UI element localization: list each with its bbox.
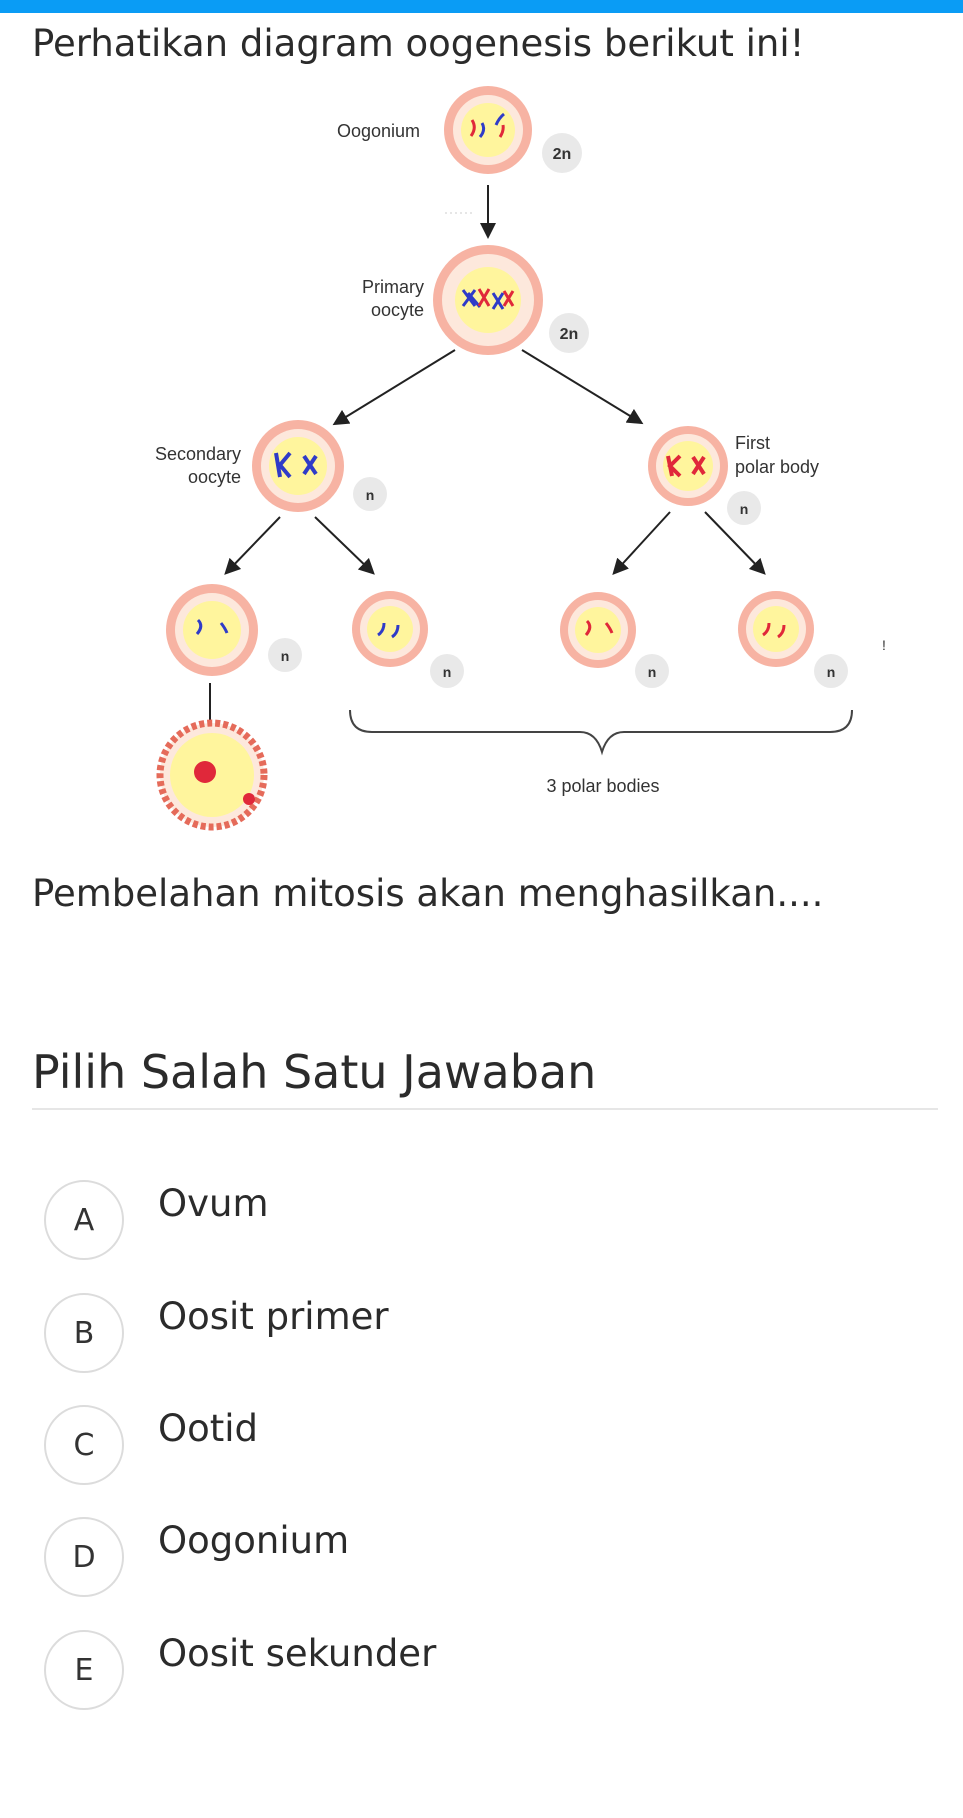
ovum-cell: [156, 719, 268, 831]
option-text: Ovum: [158, 1182, 269, 1225]
ploidy-label: n: [281, 648, 290, 664]
ploidy-label: n: [740, 501, 749, 517]
label-polar-1: First: [735, 433, 770, 453]
polar-body-3-cell: [560, 592, 636, 668]
label-polar-bodies: 3 polar bodies: [546, 776, 659, 796]
divider: [32, 1108, 938, 1110]
answers-title: Pilih Salah Satu Jawaban: [32, 1045, 597, 1099]
label-primary-2: oocyte: [371, 300, 424, 320]
option-letter-badge: B: [44, 1293, 124, 1373]
question-intro: Perhatikan diagram oogenesis berikut ini…: [32, 22, 805, 65]
label-secondary-1: Secondary: [155, 444, 241, 464]
option-letter-badge: D: [44, 1517, 124, 1597]
answer-option-a[interactable]: A Ovum: [44, 1180, 924, 1264]
label-polar-2: polar body: [735, 457, 819, 477]
answer-option-d[interactable]: D Oogonium: [44, 1517, 924, 1601]
arrow-primary-to-secondary: [332, 349, 456, 426]
ploidy-label: n: [443, 664, 452, 680]
polar-bodies-brace: [349, 709, 853, 756]
ploidy-label: n: [366, 487, 375, 503]
option-letter-badge: A: [44, 1180, 124, 1260]
oogenesis-diagram: 2n 2n n n n n n n Oogonium Primary oocyt…: [155, 86, 886, 831]
ploidy-label: 2n: [553, 146, 572, 163]
primary-oocyte-cell: [433, 245, 543, 355]
answer-option-c[interactable]: C Ootid: [44, 1405, 924, 1489]
label-primary-1: Primary: [362, 277, 424, 297]
first-polar-body-cell: [648, 426, 728, 506]
ploidy-badge: [268, 133, 848, 688]
ootid-cell: [166, 584, 258, 676]
arrow-polar-to-polar3: [612, 511, 671, 575]
ploidy-label: n: [648, 664, 657, 680]
arrow-primary-to-polar: [521, 349, 644, 425]
question-prompt: Pembelahan mitosis akan menghasilkan....: [32, 872, 824, 915]
option-text: Oosit primer: [158, 1295, 389, 1338]
label-oogonium: Oogonium: [337, 121, 420, 141]
arrow-secondary-to-polar2: [314, 516, 375, 575]
option-text: Oosit sekunder: [158, 1632, 437, 1675]
option-letter-badge: C: [44, 1405, 124, 1485]
arrow-secondary-to-ootid: [224, 516, 281, 575]
polar-body-4-cell: [738, 591, 814, 667]
ploidy-label: 2n: [560, 326, 579, 343]
option-text: Ootid: [158, 1407, 259, 1450]
ploidy-label: n: [827, 664, 836, 680]
answer-option-b[interactable]: B Oosit primer: [44, 1293, 924, 1377]
answer-option-e[interactable]: E Oosit sekunder: [44, 1630, 924, 1714]
top-accent-bar: [0, 0, 963, 13]
arrow-polar-to-polar4: [704, 511, 766, 575]
stray-mark: !: [882, 637, 886, 653]
label-secondary-2: oocyte: [188, 467, 241, 487]
polar-body-2-cell: [352, 591, 428, 667]
option-letter-badge: E: [44, 1630, 124, 1710]
option-text: Oogonium: [158, 1519, 350, 1562]
secondary-oocyte-cell: [252, 420, 344, 512]
oogonium-cell: [444, 86, 532, 174]
